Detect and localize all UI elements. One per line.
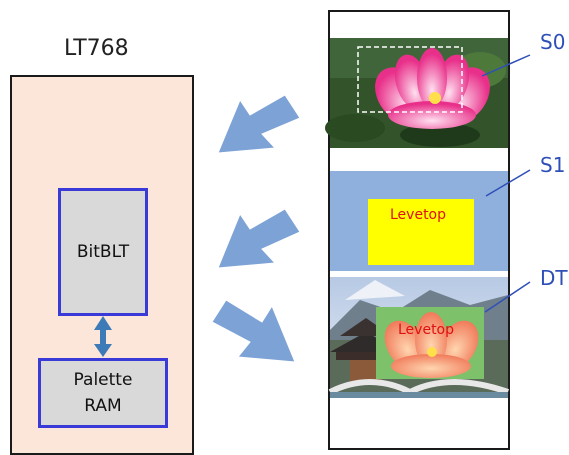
chip-to-dt-arrow <box>211 299 296 363</box>
s1-label: S1 <box>540 153 566 177</box>
palette-ram-block: Palette RAM <box>38 358 168 428</box>
diagram-graphics <box>94 38 531 398</box>
s1-source-image <box>330 171 508 271</box>
s1-leader-line <box>485 169 531 197</box>
s1-to-chip-arrow <box>217 208 301 269</box>
dt-leader-line <box>484 281 531 313</box>
dt-label: DT <box>540 266 568 290</box>
dt-destination-image <box>328 277 509 398</box>
s0-lotus-image <box>325 38 508 148</box>
s0-label: S0 <box>540 30 566 54</box>
bitblt-block: BitBLT <box>58 188 148 316</box>
dt-text: Levetop <box>398 322 455 338</box>
bitblt-palette-double-arrow <box>94 316 112 357</box>
s0-leader-line <box>481 54 531 77</box>
s0-to-chip-arrow <box>217 94 301 154</box>
chip-title: LT768 <box>64 36 129 61</box>
s1-text: Levetop <box>390 207 447 223</box>
